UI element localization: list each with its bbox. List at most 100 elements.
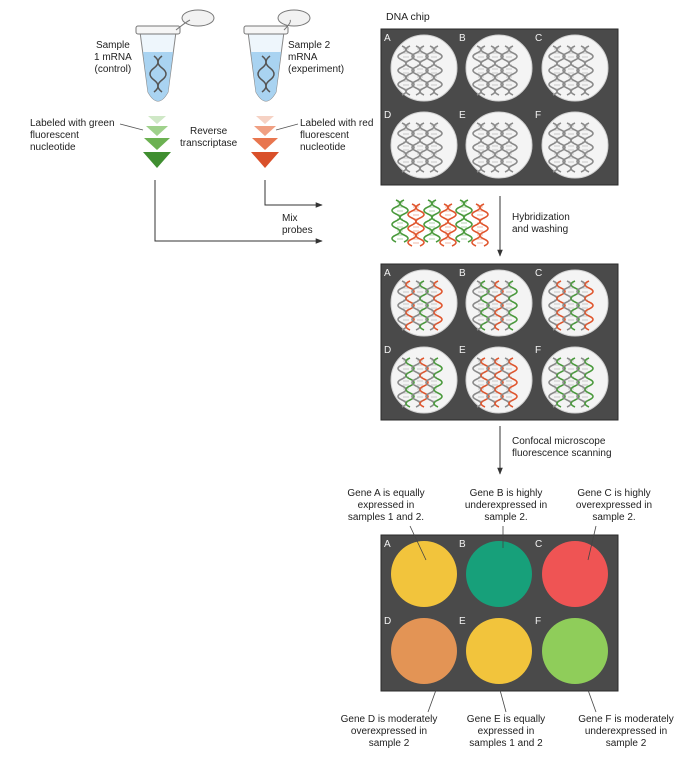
hybridized-strand (472, 357, 490, 408)
hybridized-strand (397, 280, 415, 331)
hybridized-strand (397, 357, 415, 408)
result-note-c: Gene C is highly overexpressed in sample… (575, 488, 653, 523)
hybridized-strand (548, 357, 566, 408)
hybridized-strand (472, 280, 490, 331)
dna-strand (397, 45, 415, 96)
dna-strand (472, 122, 490, 173)
hybridized-strand (486, 280, 504, 331)
well-label-a: A (384, 539, 391, 550)
probe-strand (423, 199, 441, 243)
green-probe-flow (154, 180, 323, 244)
result-note-f: Gene F is moderately underexpressed in s… (578, 714, 674, 749)
green-label-leader (119, 123, 144, 131)
dna-strand (562, 45, 580, 96)
dna-strand (486, 122, 504, 173)
hybridized-strand (548, 280, 566, 331)
dna-strand (411, 45, 429, 96)
hybridized-strand (576, 280, 594, 331)
probe-strand (391, 199, 409, 243)
hybridized-strand (562, 280, 580, 331)
hybridized-strand (500, 280, 518, 331)
scanning-label: Confocal microscope fluorescence scannin… (512, 436, 612, 459)
well-a (391, 541, 457, 607)
well-label-f: F (535, 345, 541, 356)
result-note-e: Gene E is equally expressed in samples 1… (466, 714, 546, 749)
well-label-d: D (384, 345, 391, 356)
dna-strand (486, 45, 504, 96)
result-callouts (409, 525, 597, 713)
hybridized-strand (411, 357, 429, 408)
well-c (542, 541, 608, 607)
dna-strand (548, 122, 566, 173)
well-label-f: F (535, 616, 541, 627)
hybridized-strand (425, 280, 443, 331)
dna-strand (425, 45, 443, 96)
scanned-chip: A B C D E F (380, 534, 619, 692)
hybridized-strand (425, 357, 443, 408)
hybridized-strand (562, 357, 580, 408)
callout-a (409, 525, 427, 561)
red-label-leader (275, 123, 299, 131)
well-d (391, 618, 457, 684)
reverse-transcriptase-label: Reverse transcriptase (180, 126, 238, 149)
well-label-b: B (459, 539, 466, 550)
well-label-e: E (459, 110, 466, 121)
hybridized-strand (486, 357, 504, 408)
result-note-d: Gene D is moderately overexpressed in sa… (340, 714, 438, 749)
probe-strand (439, 203, 457, 247)
callout-e (499, 689, 507, 713)
dna-strand (472, 45, 490, 96)
mix-probes-label: Mix probes (282, 213, 313, 236)
well-label-e: E (459, 345, 466, 356)
result-note-b: Gene B is highly underexpressed in sampl… (464, 488, 548, 523)
probe-strand (455, 199, 473, 243)
callout-f (587, 689, 597, 713)
dna-strand (562, 122, 580, 173)
well-label-c: C (535, 268, 542, 279)
mixed-probes (391, 199, 489, 247)
callout-c (587, 525, 597, 561)
chip-title: DNA chip (386, 11, 430, 23)
hybridized-strand (411, 280, 429, 331)
dna-strand (411, 122, 429, 173)
well-label-e: E (459, 616, 466, 627)
dna-strand (576, 122, 594, 173)
well-label-c: C (535, 539, 542, 550)
red-label-arrow (251, 116, 279, 168)
dna-strand (548, 45, 566, 96)
result-note-a: Gene A is equally expressed in samples 1… (347, 488, 425, 523)
sample-1-tube (135, 9, 215, 102)
dna-strand (397, 122, 415, 173)
probe-strand (407, 203, 425, 247)
well-f (542, 618, 608, 684)
red-label-text: Labeled with red fluorescent nucleotide (300, 118, 374, 153)
hybridized-chip: A B C D E F (380, 263, 619, 421)
well-label-a: A (384, 268, 391, 279)
well-label-a: A (384, 33, 391, 44)
well-b (466, 541, 532, 607)
well-label-f: F (535, 110, 541, 121)
well-label-d: D (384, 110, 391, 121)
dna-strand (425, 122, 443, 173)
well-label-b: B (459, 33, 466, 44)
dna-strand (576, 45, 594, 96)
sample-1-label: Sample 1 mRNA (control) (94, 40, 132, 75)
well-label-d: D (384, 616, 391, 627)
sample-2-tube (243, 9, 311, 102)
sample-2-label: Sample 2 mRNA (experiment) (288, 40, 345, 75)
red-probe-flow (264, 180, 323, 208)
dna-chip: A B C D E F (380, 28, 619, 186)
probe-strand (471, 203, 489, 247)
green-label-text: Labeled with green fluorescent nucleotid… (30, 118, 115, 153)
well-e (466, 618, 532, 684)
well-label-b: B (459, 268, 466, 279)
dna-strand (500, 122, 518, 173)
callout-d (427, 689, 437, 713)
green-label-arrow (143, 116, 171, 168)
well-label-c: C (535, 33, 542, 44)
hybridized-strand (576, 357, 594, 408)
hybridized-strand (500, 357, 518, 408)
dna-strand (500, 45, 518, 96)
hybridization-label: Hybridization and washing (512, 212, 570, 235)
